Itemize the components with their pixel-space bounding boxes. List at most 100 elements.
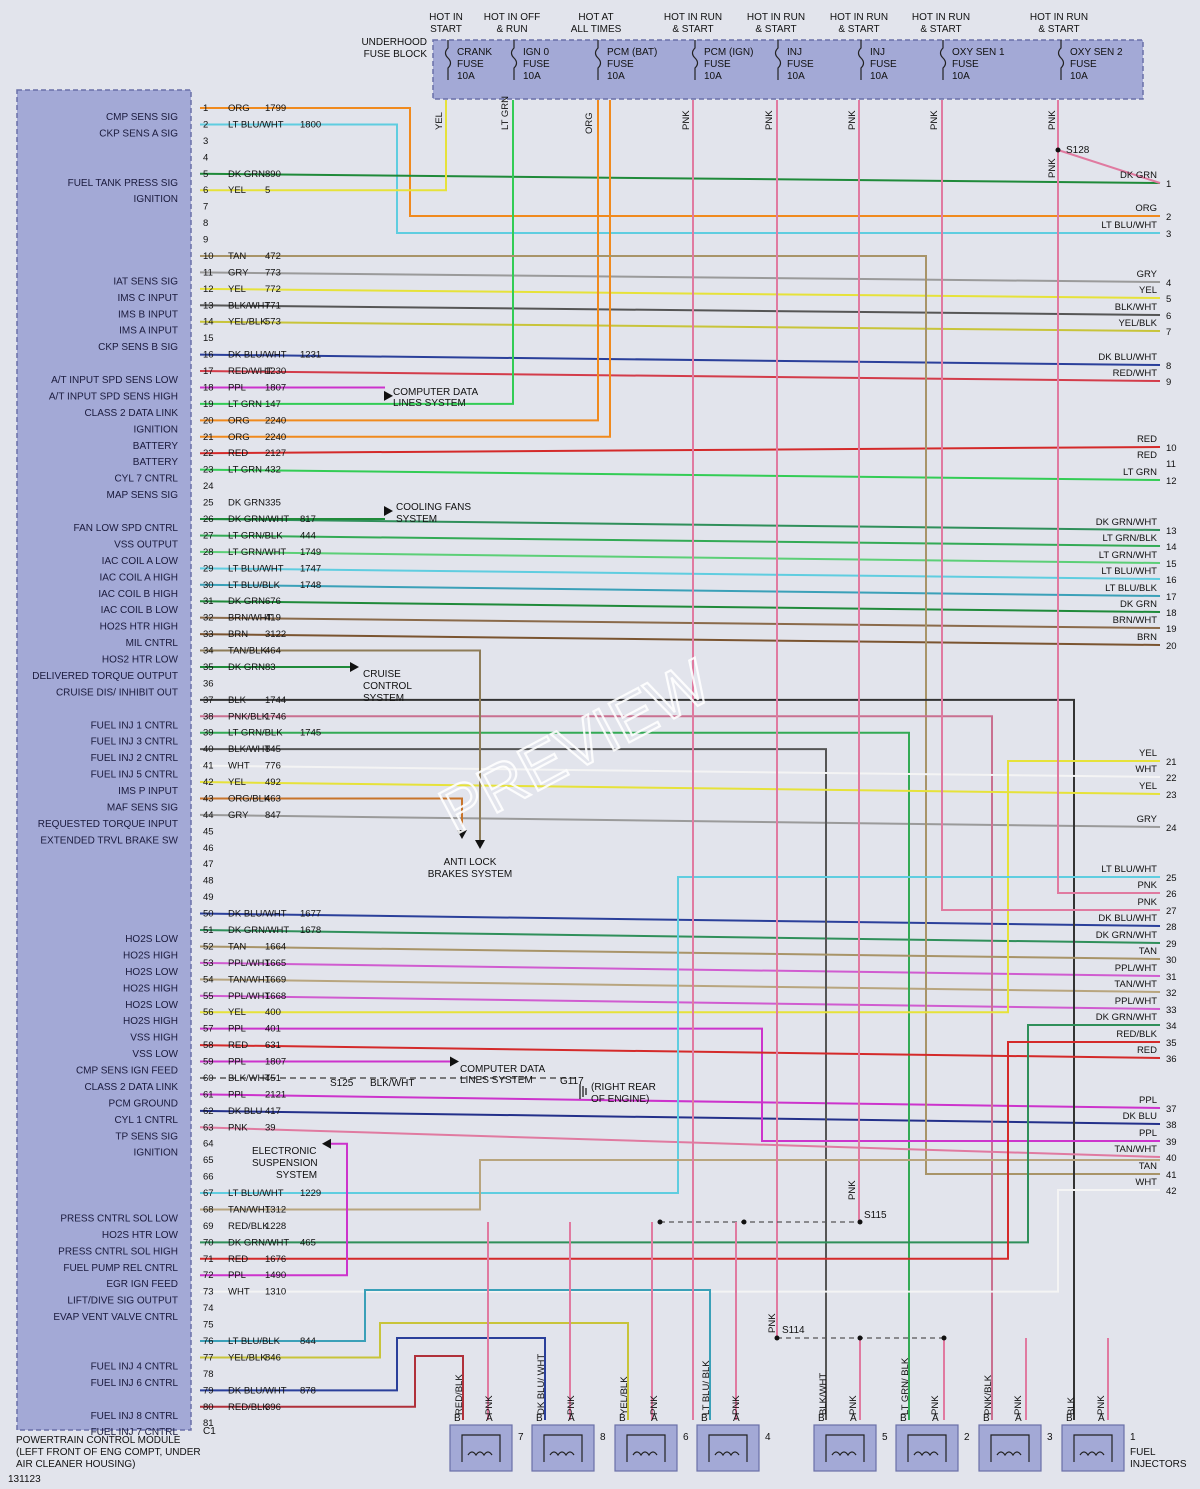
figure-number: 131123 [8, 1474, 41, 1485]
pcm-pin-70-circuit: 465 [300, 1237, 316, 1248]
pcm-pin-14-circuit: 573 [265, 317, 281, 328]
pcm-pin-30-label: IAC COIL B HIGH [98, 589, 178, 600]
fuse-3-name: PCM (IGN) [704, 47, 753, 58]
injector-4-coil-icon [708, 1434, 748, 1462]
pcm-pin-42-number: 42 [203, 777, 214, 788]
wire-pin-77 [200, 1322, 629, 1420]
right-conn-30-wire: TAN [1139, 946, 1157, 957]
right-conn-25-number: 25 [1166, 873, 1177, 884]
right-conn-39-number: 39 [1166, 1137, 1177, 1148]
fuse-5-wire-label: PNK [847, 110, 858, 130]
injector-1-body [1061, 1424, 1125, 1472]
wire-pin-67 [200, 876, 1160, 1195]
wire-pin-42 [199, 781, 1161, 795]
pcm-pin-18-label: A/T INPUT SPD SENS HIGH [49, 391, 178, 402]
right-conn-35-number: 35 [1166, 1038, 1177, 1049]
wire-pin-20 [200, 100, 599, 422]
pcm-pin-55-number: 55 [203, 991, 214, 1002]
pcm-pin-29-number: 29 [203, 563, 214, 574]
fuse-1-name: IGN 0 [523, 47, 550, 58]
wire-pin-56 [200, 760, 1160, 1014]
wire-pin-2 [200, 123, 1160, 234]
pcm-pin-17-label: A/T INPUT SPD SENS LOW [51, 375, 178, 386]
right-conn-7-number: 7 [1166, 327, 1171, 338]
pcm-pin-8-number: 8 [203, 218, 208, 229]
right-conn-33-wire: PPL/WHT [1115, 996, 1157, 1007]
wire-oxy1 [941, 100, 1160, 911]
pcm-pin-34-number: 34 [203, 646, 214, 657]
wire-pin-70 [200, 1024, 1160, 1244]
pcm-pin-50-number: 50 [203, 909, 214, 920]
injector-7-pin-a: A [486, 1413, 493, 1424]
right-conn-40-wire: TAN/WHT [1114, 1144, 1157, 1155]
pcm-pin-19-number: 19 [203, 399, 214, 410]
right-conn-17-number: 17 [1166, 592, 1177, 603]
pcm-pin-32-wire: BRN/WHT [228, 613, 273, 624]
right-conn-37-wire: PPL [1139, 1095, 1157, 1106]
splice-dot-4 [857, 1335, 863, 1341]
pcm-pin-60-label: CLASS 2 DATA LINK [84, 1082, 178, 1093]
wire-pin-23 [199, 468, 1161, 481]
right-conn-17-wire: LT BLU/BLK [1105, 583, 1158, 594]
pcm-pin-29-label: IAC COIL A HIGH [99, 572, 178, 583]
fuse-2-symbol [594, 40, 602, 80]
pcm-pin-27-circuit: 444 [300, 530, 316, 541]
wire-pin-53 [199, 961, 1161, 977]
injector-4-pin-a: A [733, 1413, 740, 1424]
pcm-pin-77-wire: YEL/BLK [228, 1352, 267, 1363]
fuse-7-rating: 10A [1070, 71, 1088, 82]
pcm-pin-54-circuit: 1669 [265, 974, 286, 985]
pcm-pin-37-number: 37 [203, 695, 214, 706]
fuse-1-type: FUSE [523, 59, 550, 70]
pcm-pin-76-circuit: 844 [300, 1336, 316, 1347]
pcm-pin-38-label: FUEL INJ 1 CNTRL [91, 720, 179, 731]
right-conn-9-number: 9 [1166, 377, 1171, 388]
pcm-pin-71-circuit: 1676 [265, 1254, 286, 1265]
pcm-caption-1: POWERTRAIN CONTROL MODULE [16, 1435, 181, 1446]
right-conn-22-number: 22 [1166, 773, 1177, 784]
fuse-7-name: OXY SEN 2 [1070, 47, 1123, 58]
pcm-pin-62-label: CYL 1 CNTRL [114, 1115, 178, 1126]
right-conn-2-number: 2 [1166, 212, 1171, 223]
ground-label-b: OF ENGINE) [591, 1094, 649, 1105]
right-conn-42-number: 42 [1166, 1186, 1177, 1197]
fuse-3-wire-label: PNK [681, 110, 692, 130]
pcm-pin-75-number: 75 [203, 1320, 214, 1331]
right-conn-15-number: 15 [1166, 559, 1177, 570]
splice-dot-5 [941, 1335, 947, 1341]
pcm-pin-31-wire: DK GRN [228, 596, 265, 607]
pcm-pin-67-wire: LT BLU/WHT [228, 1188, 284, 1199]
pcm-pin-20-label: IGNITION [134, 424, 178, 435]
injector-3-coil-icon [990, 1434, 1030, 1462]
injector-1-coil-icon [1073, 1434, 1113, 1462]
pcm-pin-26-number: 26 [203, 514, 214, 525]
pcm-pin-56-number: 56 [203, 1007, 214, 1018]
injector-7-coil-icon [461, 1434, 501, 1462]
pcm-pin-67-circuit: 1229 [300, 1188, 321, 1199]
pcm-pin-21-number: 21 [203, 432, 214, 443]
pcm-pin-37-wire: BLK [228, 695, 247, 706]
injector-4-b-wire: LT BLU/ BLK [701, 1360, 712, 1415]
fuse-6-type: FUSE [952, 59, 979, 70]
pcm-pin-68-label: PRESS CNTRL SOL LOW [60, 1213, 178, 1224]
anti-lock-label-b: BRAKES SYSTEM [428, 869, 512, 880]
pcm-pin-64-number: 64 [203, 1139, 214, 1150]
right-conn-28-wire: DK BLU/WHT [1098, 913, 1157, 924]
right-conn-34-wire: DK GRN/WHT [1096, 1012, 1157, 1023]
pcm-pin-29-circuit: 1747 [300, 563, 321, 574]
right-conn-7-wire: YEL/BLK [1118, 318, 1157, 329]
injector-6-coil-icon [626, 1434, 666, 1462]
injector-1-number: 1 [1130, 1432, 1136, 1443]
right-conn-32-number: 32 [1166, 988, 1177, 999]
pcm-pin-1-circuit: 1799 [265, 103, 286, 114]
fuse-1-symbol [510, 40, 518, 80]
right-conn-13-number: 13 [1166, 526, 1177, 537]
wire-pin-13 [199, 304, 1161, 316]
injector-6-pin-a: A [651, 1413, 658, 1424]
pcm-pin-13-label: IMS B INPUT [118, 309, 178, 320]
right-conn-34-number: 34 [1166, 1021, 1177, 1032]
wire-pin-28 [199, 550, 1161, 564]
injectors-title-2: INJECTORS [1130, 1459, 1187, 1470]
wire-pin-38 [200, 715, 993, 1420]
pcm-pin-10-wire: TAN [228, 251, 246, 262]
